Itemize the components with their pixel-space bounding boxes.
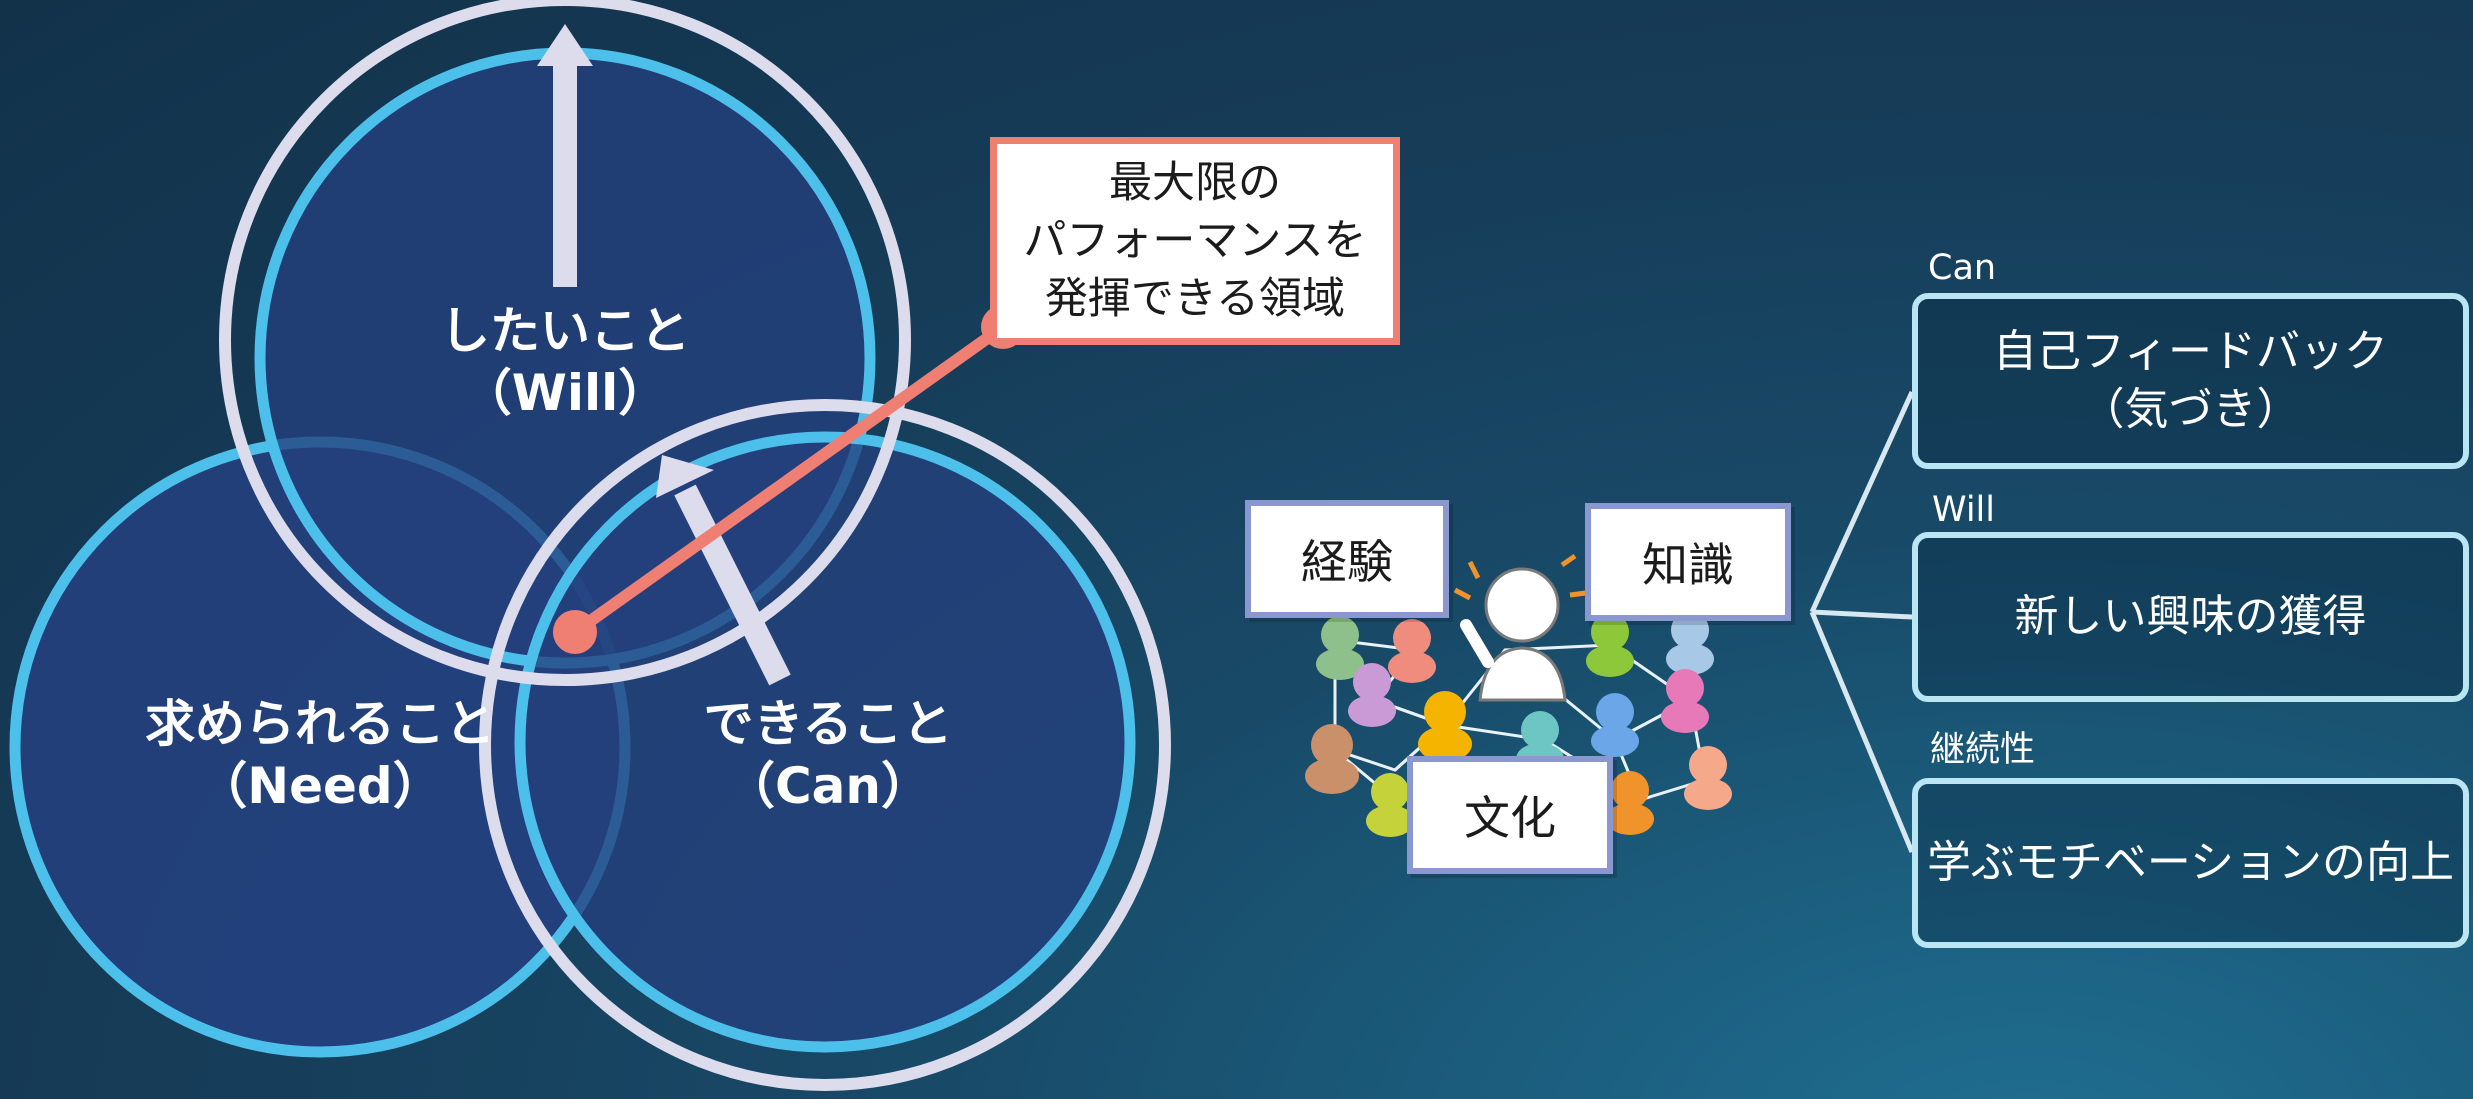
- will-label: したいこと （Will）: [440, 302, 690, 422]
- item-heading-can: Can: [1928, 248, 1997, 288]
- can-label: できること （Can）: [703, 695, 953, 815]
- will-arrow-head: [537, 24, 593, 66]
- knowledge-tag: 知識: [1585, 503, 1791, 621]
- people-network-illustration: [1305, 553, 1732, 837]
- connector-will: [1811, 609, 1913, 620]
- item-heading-continuity: 継続性: [1930, 730, 2036, 770]
- intersection-dot: [553, 610, 597, 654]
- optimal-zone-callout: 最大限の パフォーマンスを 発揮できる領域: [990, 137, 1400, 345]
- callout-line: [571, 322, 1007, 637]
- callout-text: 最大限の パフォーマンスを 発揮できる領域: [1023, 158, 1367, 324]
- item-heading-will: Will: [1932, 490, 1996, 530]
- item-connectors: [1809, 390, 1915, 853]
- will-arrow-shaft: [553, 62, 577, 287]
- presenter-figure: [1453, 553, 1587, 702]
- growth-arrows: [537, 24, 791, 686]
- culture-tag: 文化: [1407, 756, 1613, 874]
- people-figures: [1305, 611, 1732, 837]
- connector-continuity: [1809, 611, 1915, 853]
- item-box-motivation: 学ぶモチベーションの向上: [1912, 778, 2469, 948]
- can-arrow-head: [656, 455, 714, 498]
- venn-circles: [9, 0, 1171, 1091]
- will-outer-ring: [219, 0, 911, 686]
- item-box-self-feedback: 自己フィードバック （気づき）: [1912, 293, 2469, 469]
- can-circle: [514, 431, 1136, 1053]
- can-outer-ring: [479, 399, 1171, 1091]
- need-label: 求められること （Need）: [145, 695, 495, 815]
- can-arrow-shaft: [674, 484, 791, 686]
- item-box-new-interest: 新しい興味の獲得: [1912, 532, 2469, 702]
- connector-can: [1809, 390, 1915, 614]
- experience-tag: 経験: [1245, 500, 1449, 618]
